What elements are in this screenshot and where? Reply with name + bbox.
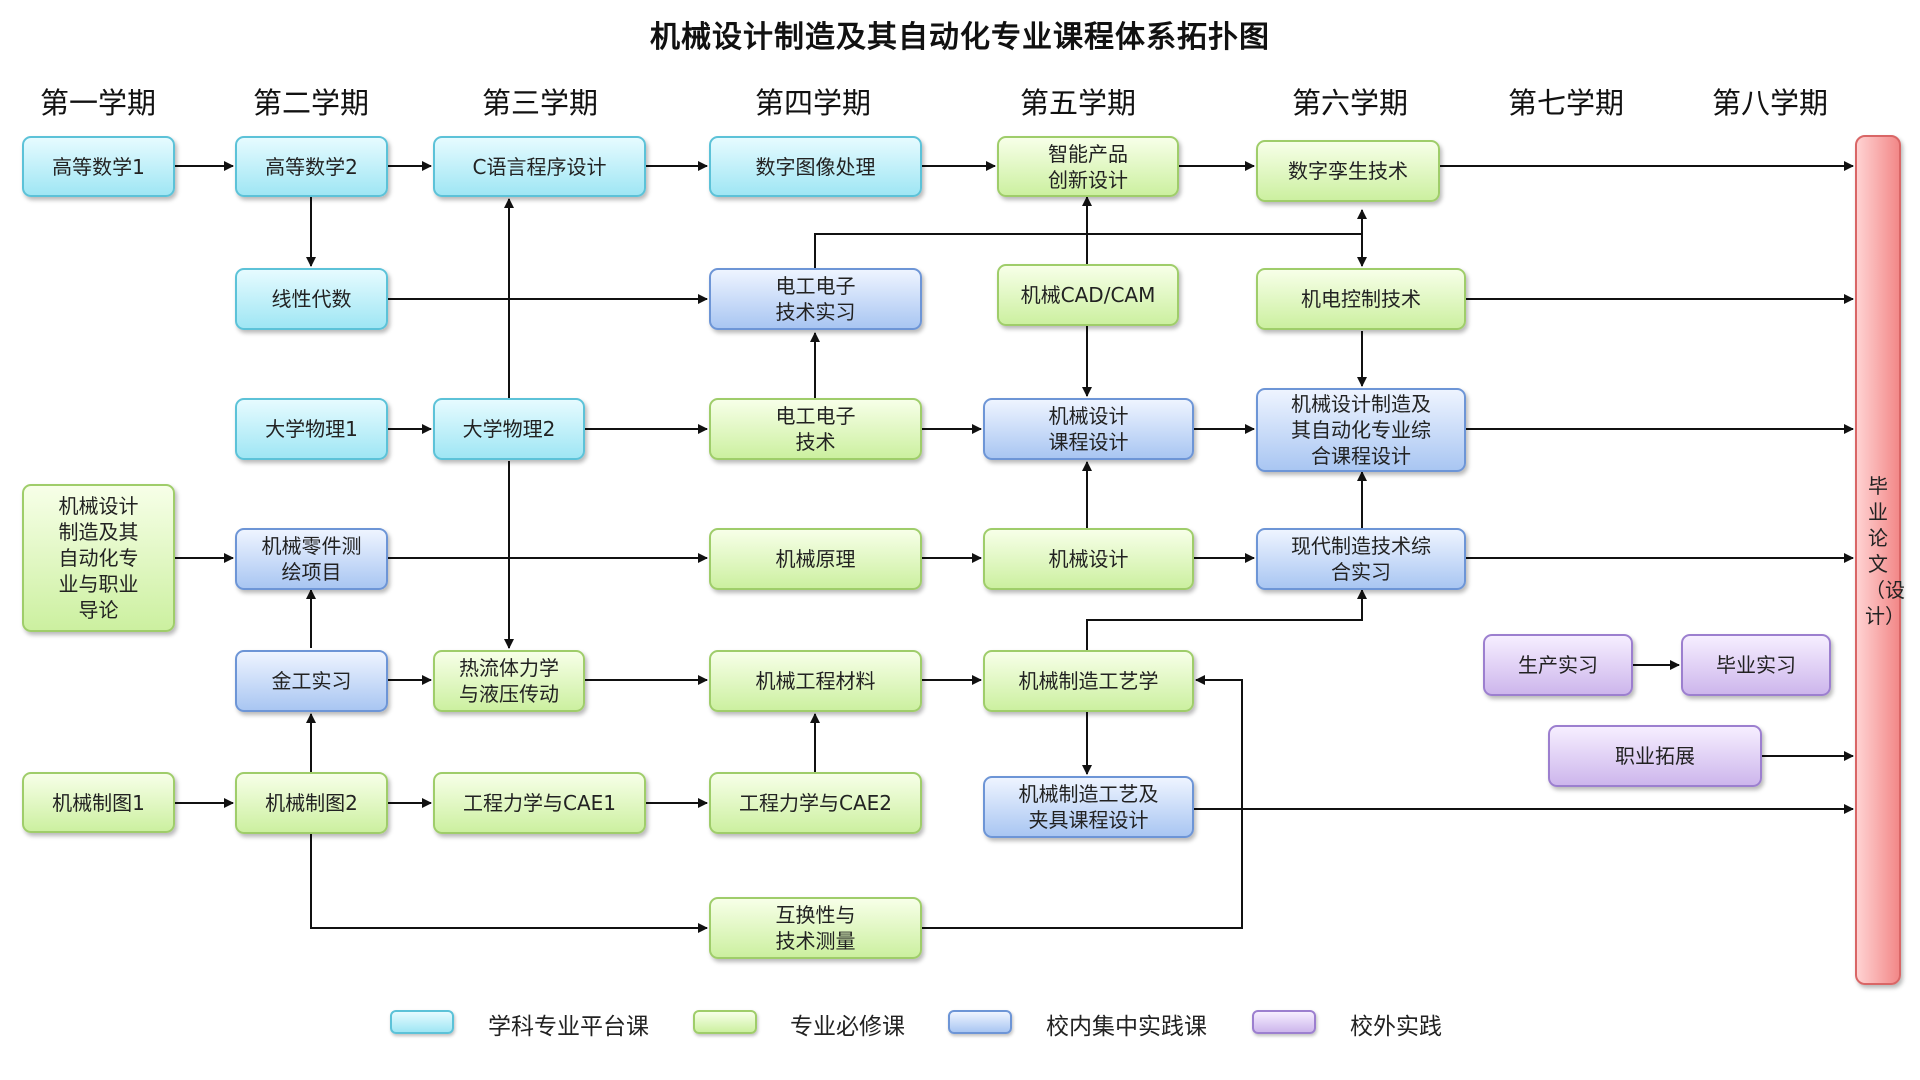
semester-7-header: 第七学期 bbox=[1507, 86, 1625, 120]
legend-swatch-required bbox=[693, 1010, 757, 1034]
course-linear-algebra: 线性代数 bbox=[235, 268, 388, 330]
course-c-programming: C语言程序设计 bbox=[433, 136, 646, 197]
course-thesis: 毕业论文（设计） bbox=[1855, 135, 1905, 985]
diagram-title: 机械设计制造及其自动化专业课程体系拓扑图 bbox=[650, 20, 1270, 55]
legend-swatch-external bbox=[1252, 1010, 1316, 1034]
course-cad-cam: 机械CAD/CAM bbox=[997, 264, 1179, 326]
edge-tolerance-manufacturing-process bbox=[922, 675, 1243, 929]
course-intro: 机械设计 制造及其 自动化专 业与职业 导论 bbox=[22, 484, 175, 632]
course-physics2: 大学物理2 bbox=[433, 398, 585, 460]
course-design-project: 机械设计 课程设计 bbox=[983, 398, 1194, 460]
course-mechanism-principles: 机械原理 bbox=[709, 528, 922, 590]
course-materials: 机械工程材料 bbox=[709, 650, 922, 712]
thesis-label: 毕业论文（设计） bbox=[1865, 474, 1905, 628]
course-image-processing: 数字图像处理 bbox=[709, 136, 922, 197]
semester-8-header: 第八学期 bbox=[1711, 86, 1829, 120]
course-fixture-project: 机械制造工艺及 夹具课程设计 bbox=[983, 776, 1194, 838]
course-drawing1: 机械制图1 bbox=[22, 772, 175, 833]
semester-1-header: 第一学期 bbox=[39, 86, 157, 120]
edge-drawing2-tolerance bbox=[310, 834, 708, 933]
course-parts-drawing: 机械零件测 绘项目 bbox=[235, 528, 388, 590]
semester-3-header: 第三学期 bbox=[481, 86, 599, 120]
course-tolerance: 互换性与 技术测量 bbox=[709, 897, 922, 959]
course-math1: 高等数学1 bbox=[22, 136, 175, 197]
course-thermo-fluid: 热流体力学 与液压传动 bbox=[433, 650, 585, 712]
course-comprehensive-project: 机械设计制造及 其自动化专业综 合课程设计 bbox=[1256, 388, 1466, 472]
course-mechanics-cae2: 工程力学与CAE2 bbox=[709, 772, 922, 834]
course-mechatronics-control: 机电控制技术 bbox=[1256, 268, 1466, 330]
course-drawing2: 机械制图2 bbox=[235, 772, 388, 834]
semester-5-header: 第五学期 bbox=[1019, 86, 1137, 120]
course-manufacturing-process: 机械制造工艺学 bbox=[983, 650, 1194, 712]
course-graduation-internship: 毕业实习 bbox=[1681, 634, 1831, 696]
legend-swatch-practice bbox=[948, 1010, 1012, 1034]
edge-manufacturing-process-modern-manufacturing bbox=[1086, 589, 1367, 650]
course-ee-practice: 电工电子 技术实习 bbox=[709, 268, 922, 330]
course-smart-product: 智能产品 创新设计 bbox=[997, 136, 1179, 197]
course-ee-tech: 电工电子 技术 bbox=[709, 398, 922, 460]
course-physics1: 大学物理1 bbox=[235, 398, 388, 460]
course-production-internship: 生产实习 bbox=[1483, 634, 1633, 696]
course-modern-manufacturing: 现代制造技术综 合实习 bbox=[1256, 528, 1466, 590]
legend-swatch-platform bbox=[390, 1010, 454, 1034]
legend-label-practice: 校内集中实践课 bbox=[1046, 1014, 1207, 1040]
semester-6-header: 第六学期 bbox=[1291, 86, 1409, 120]
course-digital-twin: 数字孪生技术 bbox=[1256, 140, 1440, 202]
course-math2: 高等数学2 bbox=[235, 136, 388, 197]
course-career-development: 职业拓展 bbox=[1548, 725, 1762, 787]
semester-4-header: 第四学期 bbox=[754, 86, 872, 120]
legend-label-external: 校外实践 bbox=[1350, 1014, 1442, 1040]
course-mechanics-cae1: 工程力学与CAE1 bbox=[433, 772, 646, 834]
edge-ee-practice-mechatronics-control bbox=[814, 233, 1367, 268]
legend-label-platform: 学科专业平台课 bbox=[488, 1014, 649, 1040]
course-metalwork: 金工实习 bbox=[235, 650, 388, 712]
course-machine-design: 机械设计 bbox=[983, 528, 1194, 590]
semester-2-header: 第二学期 bbox=[252, 86, 370, 120]
legend-label-required: 专业必修课 bbox=[790, 1014, 905, 1040]
